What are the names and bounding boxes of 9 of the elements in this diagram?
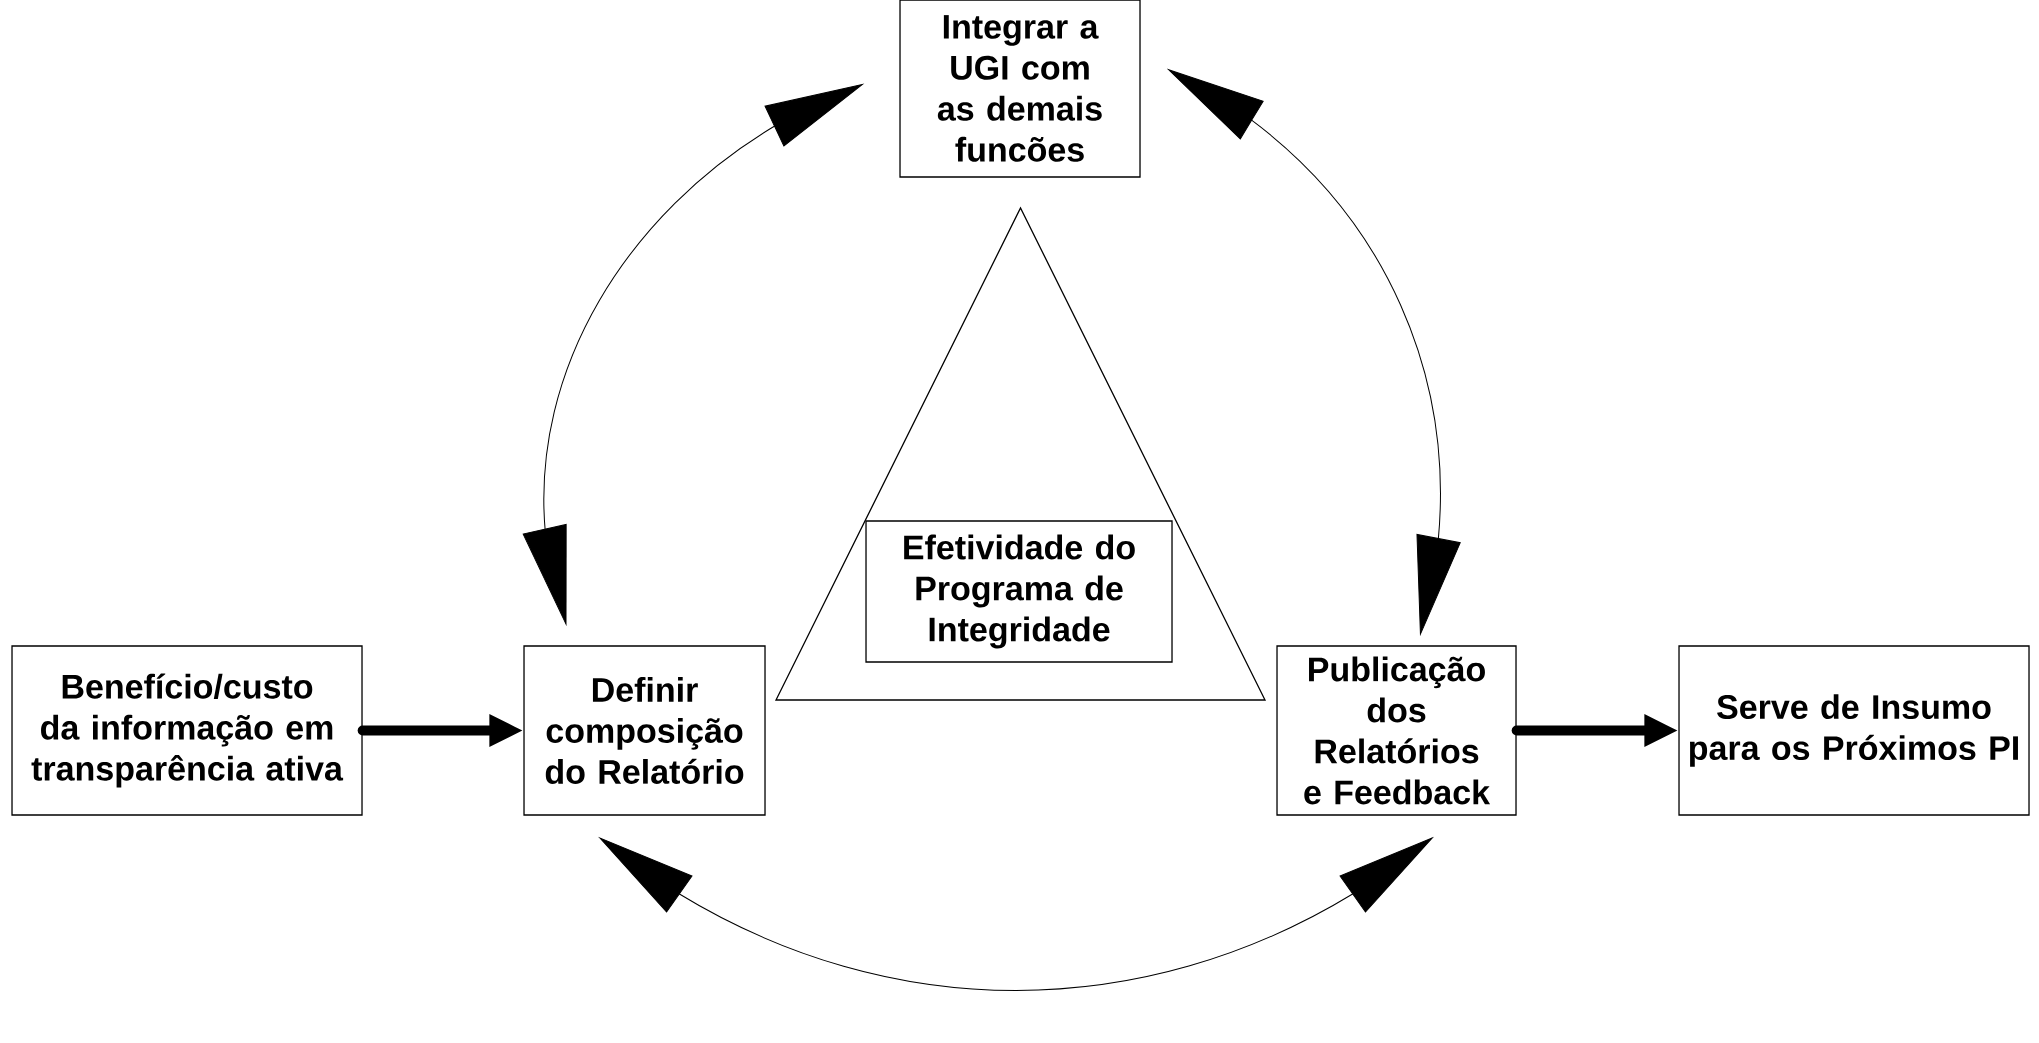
curved-arrow: [522, 83, 863, 625]
text-box: Integrar a UGI com as demais funcões: [899, 0, 1141, 178]
curved-arrow: [599, 837, 1433, 991]
text-box: Publicação dos Relatórios e Feedback: [1276, 645, 1517, 816]
text-box: Efetividade do Programa de Integridade: [865, 520, 1173, 663]
text-box: Definir composição do Relatório: [523, 645, 766, 816]
text-box: Benefício/custo da informação em transparência ativa: [11, 645, 363, 816]
text-box: Serve de Insumo para os Próximos PI: [1678, 645, 2030, 816]
curved-arrow: [1168, 69, 1461, 635]
